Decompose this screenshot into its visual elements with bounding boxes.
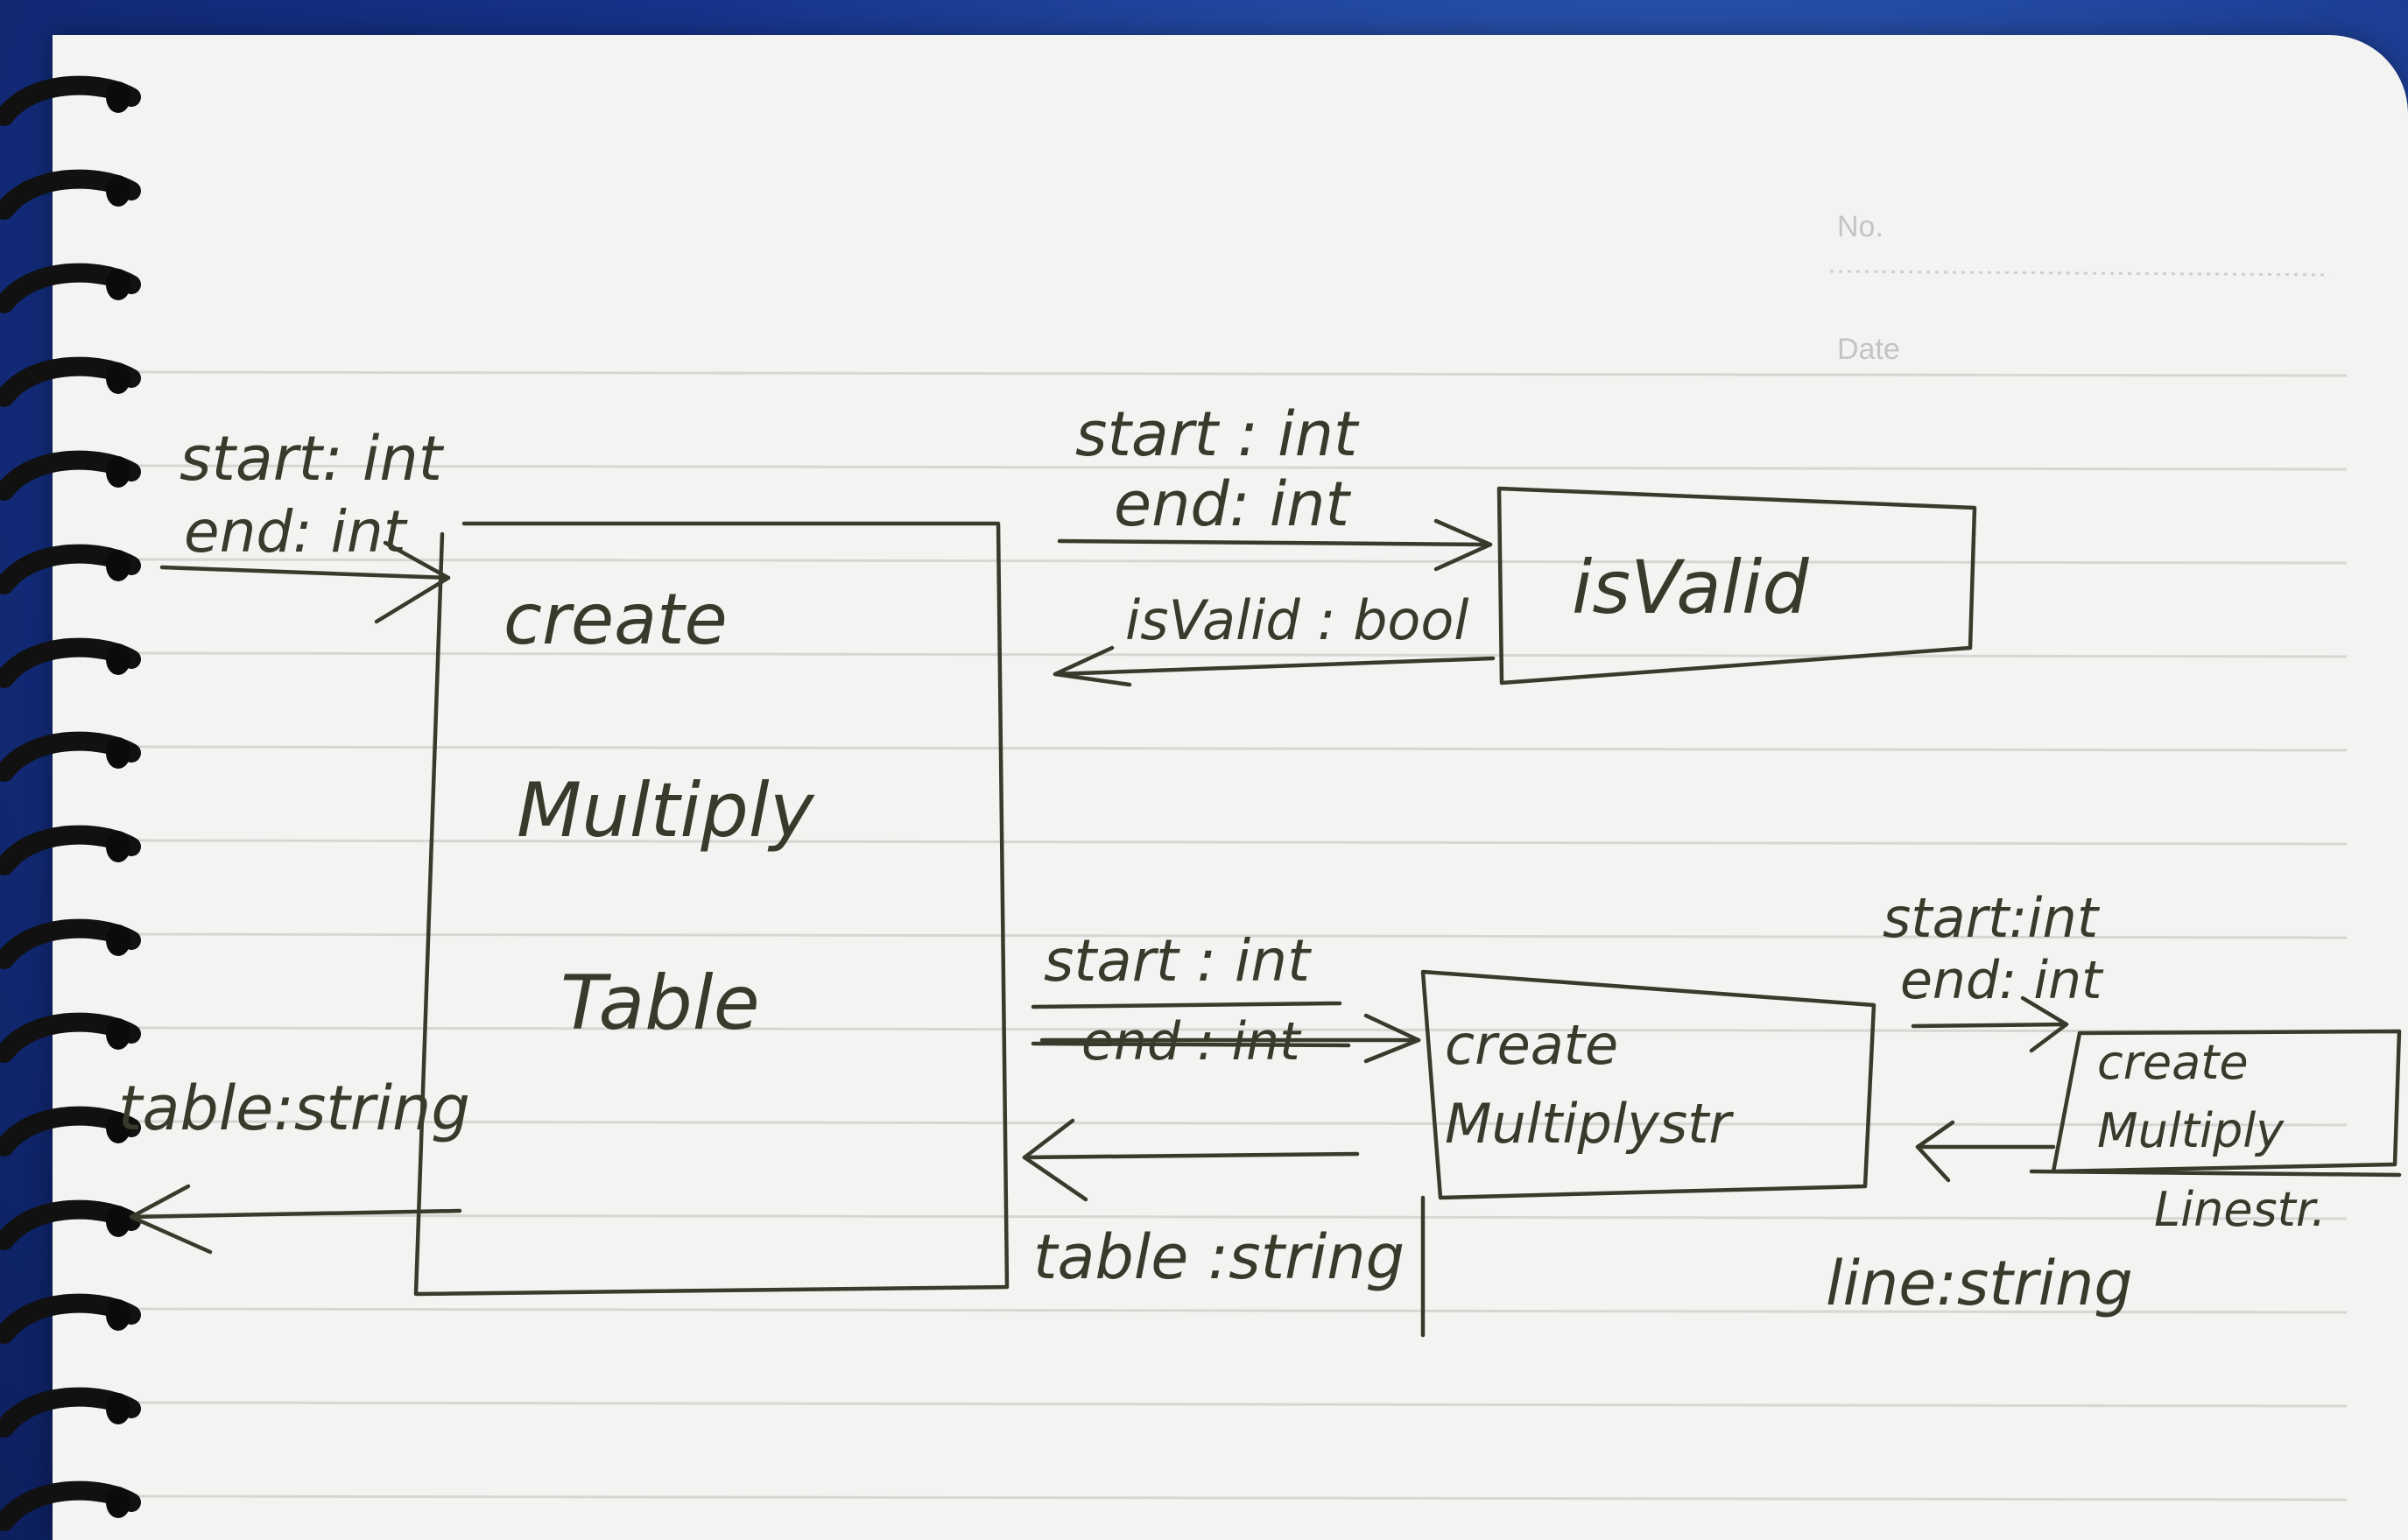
spiral-ring [0,637,141,688]
create-multiply-line-str-label-line2: Multiply [2097,1103,2285,1158]
ruled-line [130,745,2348,752]
create-multiply-str-label-line2: Multiplystr [1445,1092,1734,1156]
strike-through-end [1031,1041,1351,1048]
from-isvalid-arrow-head [1053,645,1132,687]
create-multiply-str-label-line1: create [1445,1013,1618,1077]
from-str-arrow-head [1022,1118,1088,1202]
create-multiply-line-str-label-line3: Linestr. [2154,1182,2326,1237]
to-line-arrow [1911,1022,2069,1029]
isvalid-label: isValid [1572,545,1809,630]
to-isvalid-arrow-head [1433,518,1493,572]
line-box-baseline [2029,1169,2402,1178]
create-multiply-table-label-line1: create [503,579,728,660]
to-isvalid-arrow [1057,538,1493,547]
notebook-page [53,35,2408,1540]
date-label: Date [1837,333,1900,366]
ruled-line [130,839,2348,846]
edge-label-to-str-start: start : int [1044,927,1312,995]
spiral-ring [0,263,141,313]
edge-label-from-isvalid: isValid : bool [1125,588,1469,652]
isvalid-box [1496,486,1977,686]
ruled-line [130,1213,2348,1220]
spiral-ring [0,731,141,782]
ruled-line [130,932,2348,939]
spiral-ring [0,1480,141,1531]
spiral-ring [0,1199,141,1250]
spiral-ring [0,75,141,126]
ruled-line [130,558,2348,565]
output-arrow-head [129,1184,213,1255]
create-multiply-str-box [1420,969,1876,1200]
create-multiply-line-str-box [2051,1029,2402,1174]
ruled-line [130,464,2348,471]
output-arrow [129,1208,462,1220]
ruled-line [130,1026,2348,1033]
from-isvalid-arrow [1053,656,1496,677]
ruled-line [130,1401,2348,1408]
strike-through-start [1031,1001,1342,1009]
edge-label-to-str-end: end : int [1081,1011,1302,1072]
spiral-binding [0,75,141,1531]
edge-label-from-str: table :string [1033,1221,1405,1293]
spiral-ring [0,918,141,969]
spiral-ring [0,169,141,220]
ruled-line [130,1120,2348,1127]
spiral-ring [0,1106,141,1157]
no-label: No. [1837,210,1883,243]
edge-label-input-end: end: int [184,498,408,566]
ruled-lines [130,370,2348,1501]
spiral-ring [0,544,141,594]
to-str-arrow-head [1363,1013,1421,1064]
spiral-ring [0,1387,141,1438]
spiral-ring [0,1293,141,1344]
edge-label-from-line: line:string [1826,1248,2133,1319]
to-line-arrow-head [2020,995,2069,1053]
from-line-arrow-head [1915,1120,1955,1183]
create-multiply-table-label-line3: Table [560,960,760,1047]
ruled-line [130,370,2348,377]
edge-label-to-line-start: start:int [1883,886,2101,950]
create-multiply-line-str-label-line1: create [2097,1035,2249,1090]
spiral-ring [0,356,141,407]
create-multiply-table-box [413,521,1010,1297]
edge-label-output-table: table:string [118,1072,470,1144]
edge-label-to-line-end: end: int [1900,950,2104,1011]
ruled-line [130,1307,2348,1314]
spiral-ring [0,450,141,501]
spiral-ring [0,825,141,875]
input-arrow-head [374,540,451,624]
edge-label-to-isvalid-end: end: int [1114,468,1352,540]
input-arrow [159,565,451,580]
ruled-line [130,651,2348,658]
no-underline [1829,270,2330,277]
edge-label-to-isvalid-start: start : int [1075,398,1360,470]
ruled-line [130,1494,2348,1501]
from-str-arrow [1022,1151,1360,1160]
create-multiply-table-label-line2: Multiply [517,767,815,854]
spiral-ring [0,1012,141,1063]
edge-label-input-start: start: int [180,423,445,495]
